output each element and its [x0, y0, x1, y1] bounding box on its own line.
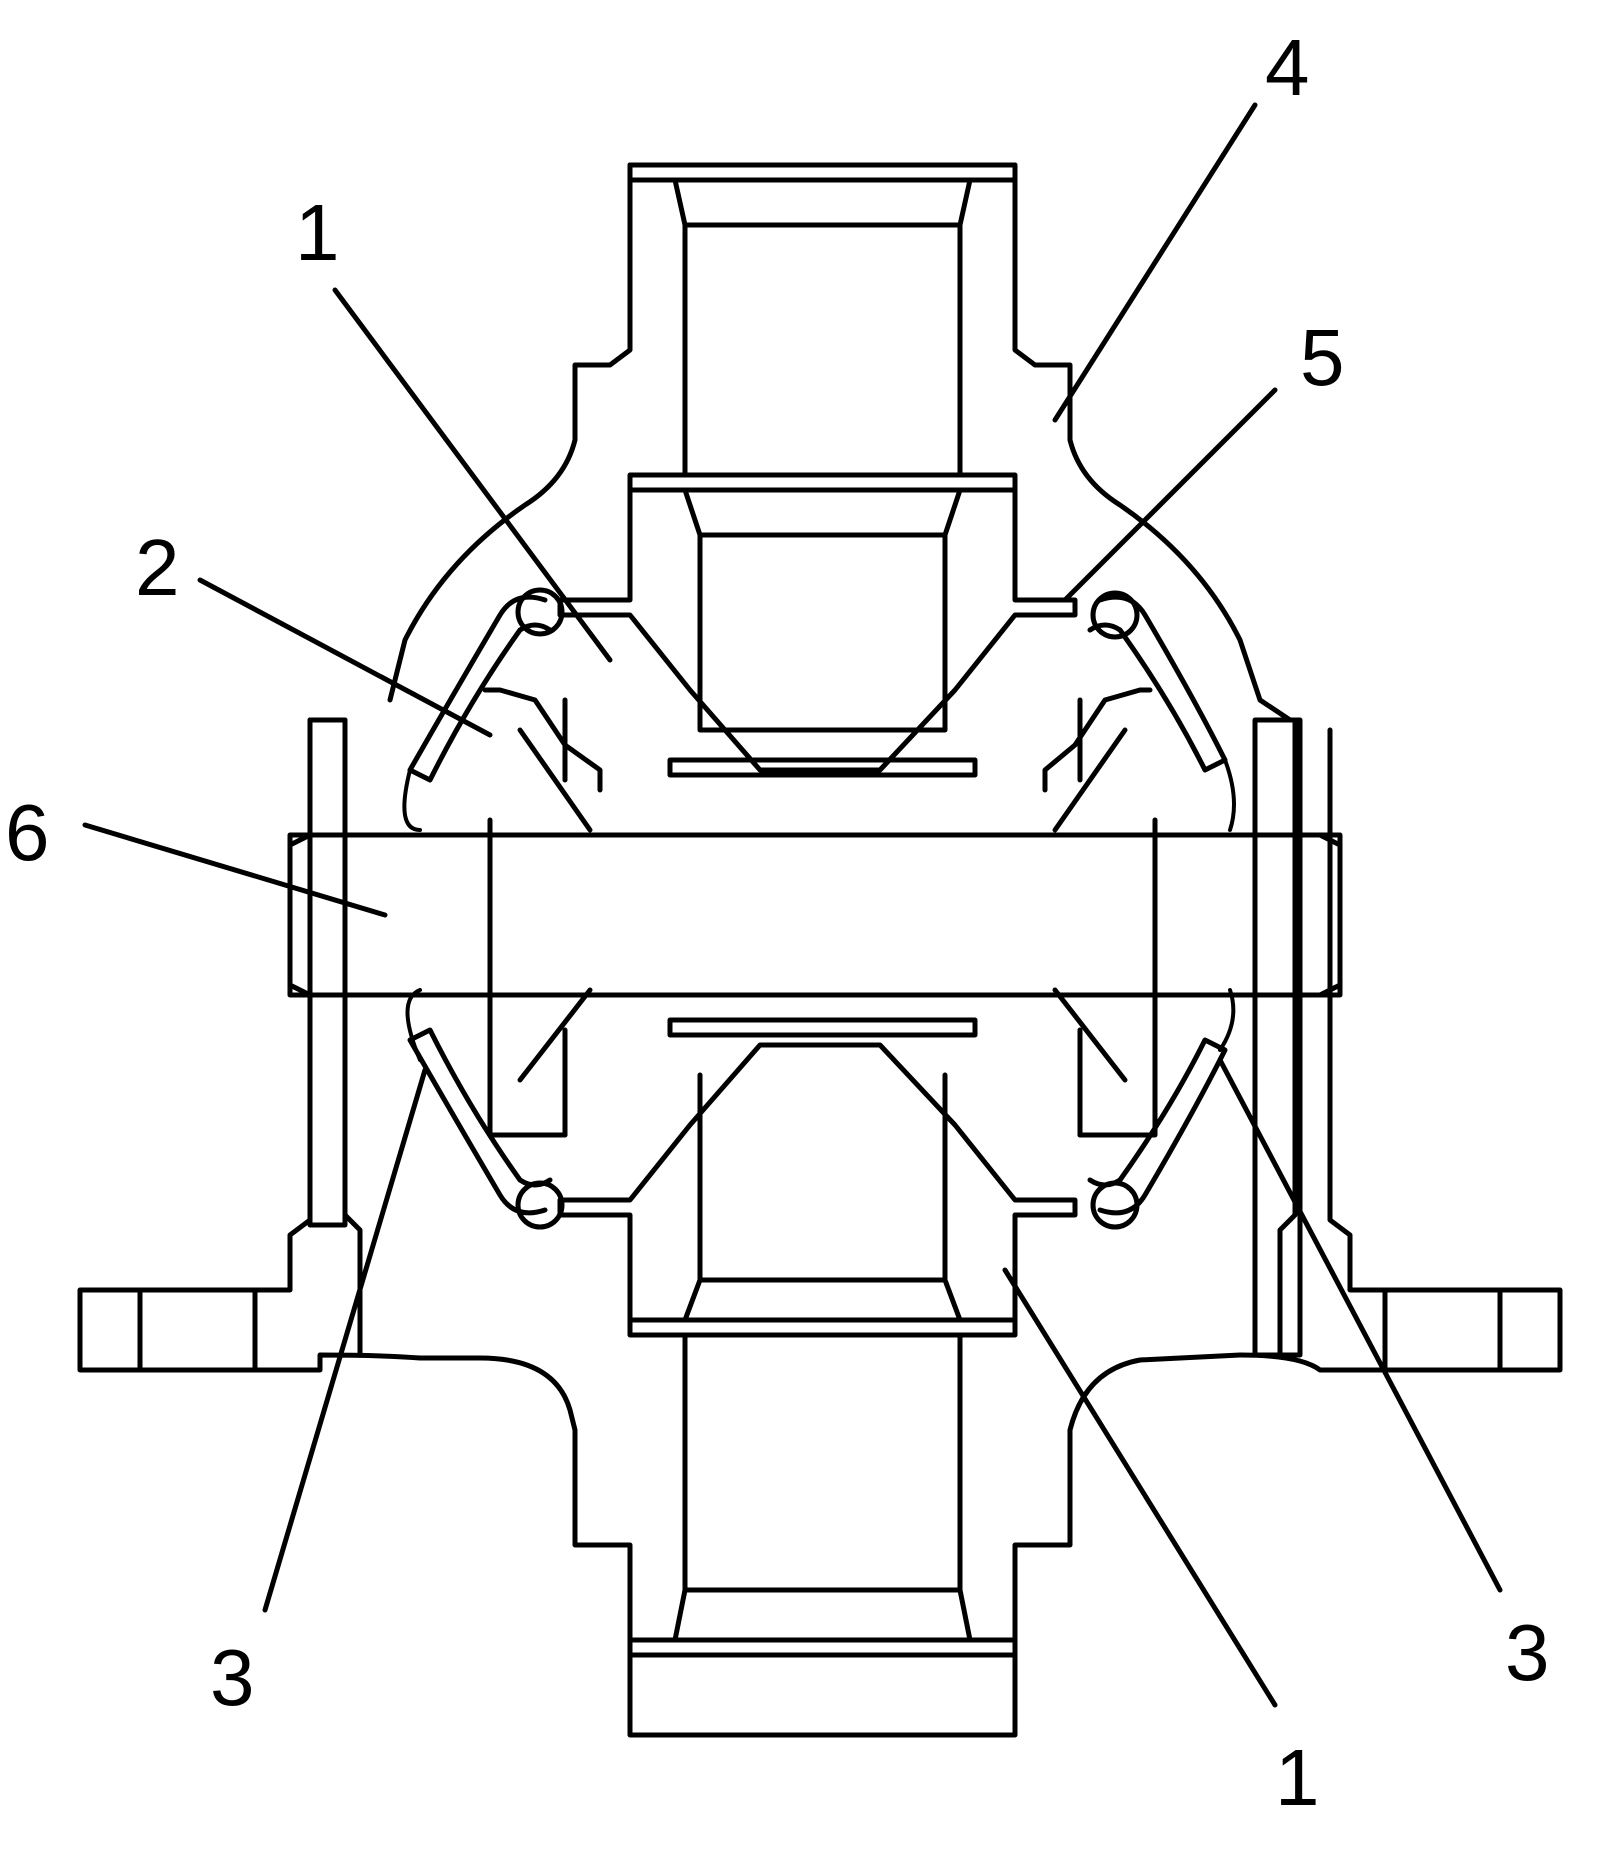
upper-left-washer: [407, 594, 553, 783]
upper-right-washer: [1087, 594, 1228, 773]
callout-1-bottom: 1: [1275, 1733, 1320, 1822]
cross-shaft: [287, 717, 1343, 1358]
housing-bottom-neck: [417, 1352, 1243, 1738]
leader-2: [197, 577, 493, 738]
right-collar: [1277, 717, 1298, 1358]
upper-right-ball: [1090, 590, 1140, 640]
callout-4: 4: [1265, 23, 1310, 112]
housing-outline: [77, 162, 1563, 1738]
lower-right-ball: [1090, 1180, 1140, 1230]
lower-left-ball: [515, 1180, 565, 1230]
callouts: 1 4 5 2 6 3 3 1: [5, 23, 1550, 1822]
leader-1-top: [332, 287, 613, 663]
leader-1-bottom: [1002, 1267, 1278, 1708]
spherical-washers: [402, 594, 1236, 1216]
leader-5: [1062, 387, 1278, 603]
leader-3-left: [262, 1067, 428, 1613]
callout-3-left: 3: [210, 1633, 255, 1722]
leader-6: [82, 822, 388, 918]
upper-side-gear: [557, 162, 1078, 778]
leader-lines: [82, 102, 1503, 1708]
callout-6: 6: [5, 788, 50, 877]
sphere-left-arc: [402, 768, 422, 1062]
lower-left-washer: [407, 1027, 553, 1216]
leader-4: [1052, 102, 1258, 423]
housing-right-flange: [1237, 727, 1563, 1373]
housing-top-neck-left: [387, 162, 633, 703]
upper-left-ball: [515, 587, 565, 637]
housing-left-flange: [77, 717, 423, 1373]
callout-1-top: 1: [295, 188, 340, 277]
right-pinion: [1042, 687, 1158, 1138]
left-pinion: [482, 687, 603, 1138]
lower-side-gear: [557, 1017, 1078, 1658]
sphere-right-arc: [1218, 758, 1236, 1052]
lock-pin: [1252, 717, 1303, 1358]
cross-shaft-body: [287, 832, 1343, 998]
callout-2: 2: [135, 523, 180, 612]
leader-3-right: [1217, 1057, 1503, 1593]
housing-top-neck: [627, 162, 1293, 723]
callout-5: 5: [1300, 313, 1345, 402]
callout-3-right: 3: [1505, 1608, 1550, 1697]
